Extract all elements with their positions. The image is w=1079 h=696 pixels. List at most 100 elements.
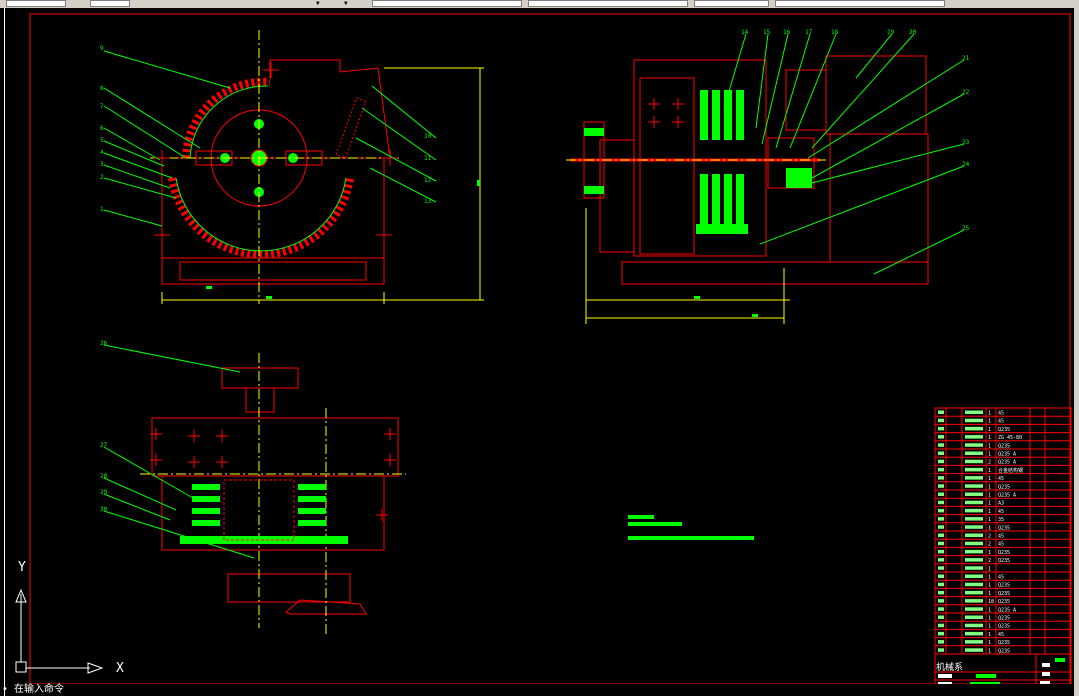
toolbar: ▼ ▼ — [0, 0, 1079, 8]
svg-text:24: 24 — [962, 161, 970, 168]
part-qty: 1 — [988, 452, 991, 458]
svg-text:27: 27 — [100, 442, 108, 449]
dropdown-arrow-icon[interactable]: ▼ — [316, 0, 320, 7]
drawing-border — [29, 13, 1071, 684]
part-qty: 1 — [988, 632, 991, 638]
part-qty: 1 — [988, 640, 991, 646]
layer-combo[interactable] — [6, 0, 66, 7]
part-name-mark — [965, 558, 983, 562]
part-material: Q235 — [998, 443, 1010, 449]
side-callout-labels: 14 15 16 17 18 19 20 21 22 23 24 25 — [741, 29, 970, 232]
part-material: Q235 A — [998, 607, 1016, 613]
svg-text:15: 15 — [763, 29, 771, 36]
part-material: 合金结构钢 — [998, 467, 1023, 474]
part-name-mark — [965, 648, 983, 652]
part-name-mark — [965, 410, 983, 414]
dimension-text — [206, 286, 212, 289]
front-view: 9 8 7 6 5 4 3 2 1 10 11 12 13 — [100, 30, 484, 304]
part-number-mark — [938, 525, 944, 529]
part-number-mark — [938, 476, 944, 480]
part-number-mark — [938, 582, 944, 587]
part-number-mark — [938, 558, 944, 562]
hammer-stack — [696, 90, 748, 234]
part-qty: 1 — [988, 435, 991, 441]
motor — [825, 55, 927, 135]
part-name-mark — [965, 582, 983, 587]
liner-plate — [335, 97, 367, 159]
part-number-mark — [938, 648, 944, 652]
drawing-canvas[interactable]: 9 8 7 6 5 4 3 2 1 10 11 12 13 — [0, 8, 1079, 684]
part-name-mark — [965, 549, 983, 554]
side-view: 14 15 16 17 18 19 20 21 22 23 24 25 — [566, 29, 970, 324]
part-name-mark — [965, 615, 983, 619]
svg-text:17: 17 — [805, 29, 813, 36]
part-qty: 1 — [988, 616, 991, 622]
part-number-mark — [938, 459, 944, 464]
part-material: Q235 — [998, 583, 1010, 589]
part-material: ZG 45-80 — [998, 435, 1022, 441]
part-material: Q235 A — [998, 460, 1016, 466]
linetype-combo[interactable] — [90, 0, 130, 7]
part-name-mark — [965, 443, 983, 447]
part-name-mark — [965, 607, 983, 611]
belt-plan — [285, 599, 367, 615]
part-number-mark — [938, 443, 944, 447]
part-number-mark — [938, 435, 944, 439]
svg-text:7: 7 — [100, 103, 104, 110]
part-number-mark — [938, 467, 944, 472]
part-number-mark — [938, 541, 944, 546]
vertical-scrollbar[interactable] — [1074, 8, 1079, 696]
part-name-mark — [965, 451, 983, 455]
part-name-mark — [965, 623, 983, 628]
svg-text:4: 4 — [100, 149, 104, 156]
bearing-block — [599, 139, 635, 253]
part-qty: 1 — [988, 509, 991, 515]
svg-text:20: 20 — [909, 29, 917, 36]
part-qty: 2 — [988, 534, 991, 540]
dimension-text — [752, 314, 758, 317]
svg-text:25: 25 — [962, 225, 970, 232]
part-name-mark — [965, 533, 983, 537]
bolt-markers — [154, 62, 398, 243]
svg-text:6: 6 — [100, 125, 104, 132]
part-name-mark — [965, 508, 983, 513]
part-qty: 1 — [988, 550, 991, 556]
part-name-mark — [965, 599, 983, 603]
leader-lines — [103, 344, 255, 559]
motor-fan — [785, 69, 827, 131]
part-material: 45 — [998, 575, 1004, 581]
part-qty: 1 — [988, 427, 991, 433]
part-qty: 18 — [988, 599, 994, 605]
part-number-mark — [938, 508, 944, 513]
bolt-markers — [150, 428, 396, 521]
part-number-mark — [938, 484, 944, 488]
svg-text:23: 23 — [962, 139, 970, 146]
part-qty: 1 — [988, 419, 991, 425]
part-number-mark — [938, 418, 944, 423]
part-name-mark — [965, 541, 983, 546]
color-combo[interactable] — [372, 0, 522, 7]
command-line[interactable]: • 在输入命令 — [0, 684, 200, 696]
base-frame — [621, 261, 929, 285]
part-qty: 1 — [988, 484, 991, 490]
part-number-mark — [938, 623, 944, 628]
svg-text:14: 14 — [741, 29, 749, 36]
part-material: Q235 — [998, 558, 1010, 564]
linetype-control-combo[interactable] — [528, 0, 688, 7]
dropdown-arrow-icon[interactable]: ▼ — [344, 0, 348, 7]
lineweight-combo[interactable] — [694, 0, 769, 7]
part-qty: 1 — [988, 591, 991, 597]
svg-text:8: 8 — [100, 85, 104, 92]
part-number-mark — [938, 500, 944, 505]
part-number-mark — [938, 566, 944, 570]
rotor-plan — [223, 479, 295, 541]
plan-callout-labels: 26 27 28 29 30 — [100, 340, 108, 513]
plotstyle-combo[interactable] — [775, 0, 945, 7]
part-qty: 2 — [988, 542, 991, 548]
svg-text:16: 16 — [783, 29, 791, 36]
coupling-green — [584, 128, 604, 136]
department-label: 机械系 — [936, 663, 964, 673]
technical-notes — [628, 515, 754, 540]
part-qty: 1 — [988, 411, 991, 417]
part-name-mark — [965, 590, 983, 595]
